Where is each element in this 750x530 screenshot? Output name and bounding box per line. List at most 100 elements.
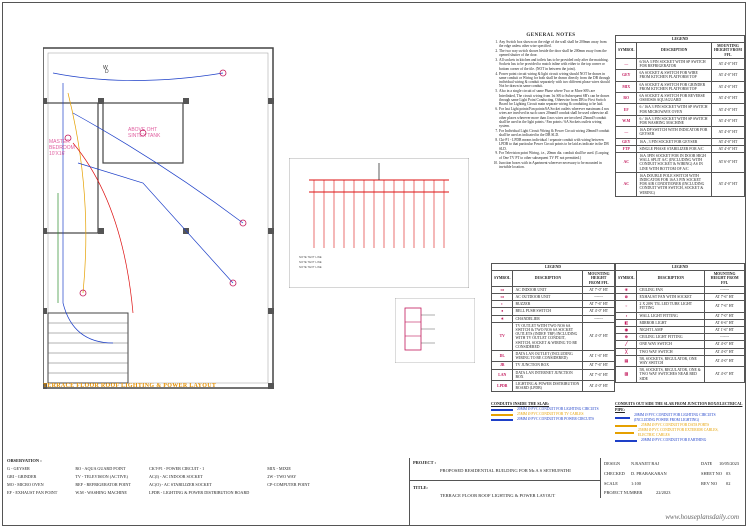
observation-item: G - GEYSER	[7, 466, 30, 471]
conduit-label: 20MM Ø PVC CONDUIT FOR POWER CIRCUITS	[517, 417, 595, 421]
svg-text:D: D	[105, 69, 109, 75]
legend-symbol-icon: ╱	[614, 340, 638, 349]
legend-height: -------	[582, 293, 615, 302]
legend-symbol-icon: LPDB	[490, 380, 514, 393]
legend-description: 16A DP SWITCH WITH INDICATOR FOR GEYSER	[636, 126, 712, 139]
date-label: DATE	[701, 461, 713, 466]
legend-description: AC OUTDOOR UNIT	[512, 293, 584, 302]
observation-item: EF - EXHAUST FAN POINT	[7, 490, 58, 495]
legend-height: AT 7'-6" HT	[582, 300, 615, 309]
conduit-item: 25MM Ø PVC CONDUIT FOR TV CABLES	[491, 412, 611, 417]
legend-row: ✶CHANDELIER-------	[490, 314, 615, 323]
legend-height: AT 4'-0" HT	[710, 80, 746, 94]
legend-description: 2 X 20W T5L LED TUBE LIGHT FITTING	[636, 300, 706, 313]
legend-height: AT 7'-6" HT	[582, 361, 615, 370]
electrical-board-detail	[395, 298, 475, 363]
legend-height: AT 7'-0" HT	[582, 285, 615, 295]
legend-symbol-icon: GEY	[614, 69, 638, 82]
legend-header: DESCRIPTION	[636, 42, 712, 59]
conduit-label: 25MM Ø PVC CONDUIT FOR EXTERIOR CABLES, …	[637, 428, 719, 437]
legend-description: 6A SOCKET & SWITCH FOR GRINDER FROM KITC…	[636, 80, 712, 94]
conduits-left-items: 20MM Ø PVC CONDUIT FOR LIGHTING CIRCUITS…	[491, 407, 611, 422]
conduits-right-title: CONDUITS OUT SIDE THE SLAB FROM JUNCTION…	[615, 402, 743, 412]
conduit-line-icon	[615, 424, 637, 427]
legend-description: AC INDOOR UNIT	[512, 285, 584, 295]
conduit-label: 25MM Ø PVC CONDUIT FOR DATA PORTS	[641, 423, 710, 427]
legend-height: -------	[582, 314, 615, 323]
observation-item: CP-COMPUTER POINT	[267, 482, 310, 487]
observation-item: MIX - MIXIE	[267, 466, 291, 471]
svg-text:W: W	[103, 65, 108, 71]
legend-description: SINGLE PHASE STABILIZER FOR A/C	[636, 144, 712, 154]
legend-height: AT 4'-0" HT	[704, 366, 745, 383]
observation-item: RO - AQUA GUARD POINT	[75, 466, 126, 471]
legend-height: AT 7'-6" HT	[704, 300, 745, 313]
observation-item: AC(I) - AC INDOOR SOCKET	[149, 474, 203, 479]
conduit-label: 25MM Ø PVC CONDUIT FOR TV CABLES	[517, 412, 584, 416]
plan-title: TERRACE FLOOR ROOF LIGHTING & POWER LAYO…	[43, 383, 217, 389]
legend-symbol-icon: ✳	[614, 285, 638, 295]
db-single-line-diagram: NOTE TEXT LINE NOTE TEXT LINE NOTE TEXT …	[289, 158, 469, 288]
legend-symbol-icon: RO	[614, 92, 638, 105]
notes-list: Any Switch box shown on the edge of the …	[491, 40, 611, 169]
legend-height: AT 4'-0" HT	[710, 126, 746, 139]
legend-height: AT 1'-6" HT	[704, 326, 745, 335]
legend-symbol-icon: ◑	[614, 311, 638, 320]
conduit-item: 20MM Ø PVC CONDUIT FOR LIGHTING CIRCUITS	[491, 407, 611, 412]
general-notes: GENERAL NOTES Any Switch box shown on th…	[491, 33, 611, 255]
legend-description: 5B, SOCKETS, REGULATOR, ONE & TWO WAY SW…	[636, 366, 706, 383]
legend-symbol-icon: GEY	[614, 137, 638, 146]
legend-symbol-icon: ◉	[614, 326, 638, 335]
legend-description: CHANDELIER	[512, 314, 584, 323]
date-value: 10/05/2023	[719, 461, 740, 466]
legend-symbol-icon: ▭	[490, 285, 514, 295]
legend-symbol-icon: ◐	[490, 300, 514, 309]
legend-height: AT 4'-0" HT	[710, 103, 746, 116]
legend-description: 6A SOCKET & SWITCH FOR REVERSE OSMOSIS A…	[636, 92, 712, 105]
conduit-item: 20MM Ø PVC CONDUIT FOR POWER CIRCUITS	[491, 417, 611, 422]
conduits-right: CONDUITS OUT SIDE THE SLAB FROM JUNCTION…	[615, 401, 745, 443]
legend-description: 16A DOUBLE POLE SWITCH WITH INDICATOR FO…	[636, 171, 712, 197]
staircase	[47, 312, 129, 384]
legend-row: ✳CEILING FAN-------	[614, 285, 745, 295]
legend-header: SYMBOL	[490, 270, 514, 287]
notes-heading: GENERAL NOTES	[526, 33, 576, 38]
rev-label: REV NO	[701, 481, 718, 486]
plan-outline	[43, 47, 274, 389]
legend-symbol-icon: ⊗	[614, 293, 638, 302]
legend-description: 6 / 16A 3 PIN SOCKET WITH SP SWITCH FOR …	[636, 114, 712, 128]
note-item: Any Switch box shown on the edge of the …	[499, 40, 611, 49]
legend-row: ▥5B, SOCKETS, REGULATOR, ONE & TWO WAY S…	[614, 366, 745, 383]
legend2-title: LEGEND	[491, 262, 615, 272]
legend-height: AT 6'-6" HT	[704, 318, 745, 328]
conduits-left-title: CONDUITS INSIDE THE SLAB:	[491, 401, 550, 406]
scale-value: 1:100	[631, 481, 642, 486]
legend-description: LIGHTING & POWER DISTRIBUTION BOARD (LPD…	[512, 380, 584, 393]
legend-description: 16A 3PIN SOCKET FOR IN DOOR HIGH WALL SP…	[636, 152, 712, 173]
conduit-item: 25MM Ø PVC CONDUIT FOR EXTERIOR CABLES, …	[615, 428, 735, 438]
legend-symbol-icon: JB	[490, 361, 514, 370]
legend-symbol-icon: MIX	[614, 80, 638, 94]
legend-height: AT 4'-0" HT	[710, 171, 746, 197]
design-label: DESIGN	[604, 461, 621, 466]
tank-room	[102, 102, 184, 164]
conduit-item: 20MM Ø PVC CONDUIT FOR LIGHTING CIRCUITS…	[615, 413, 735, 423]
rev-value: 02	[726, 481, 731, 486]
legend-description: DATA LAN OUTLET (INCLUDING WIRING TO BE …	[512, 350, 584, 363]
observation-title: OBSERVATION :	[7, 458, 42, 463]
